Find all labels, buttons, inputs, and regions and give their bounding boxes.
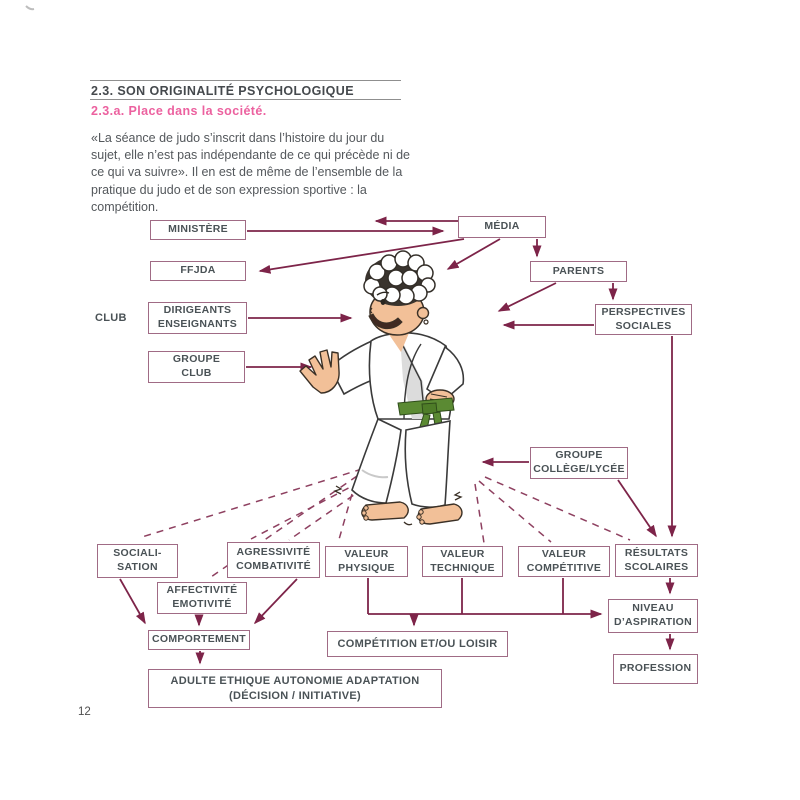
diagram-box-socialisation: SOCIALI- SATION — [97, 544, 178, 578]
intro-paragraph: «La séance de judo s’inscrit dans l’hist… — [91, 131, 410, 214]
diagram-box-valeur-competitive: VALEUR COMPÉTITIVE — [518, 546, 610, 577]
diagram-box-niveau-aspiration: NIVEAU D’ASPIRATION — [608, 599, 698, 633]
section-title: 2.3. SON ORIGINALITÉ PSYCHOLOGIQUE — [91, 84, 354, 98]
judoka-illustration — [299, 250, 465, 526]
diagram-box-groupe-club: GROUPE CLUB — [148, 351, 245, 383]
diagram-box-parents: PARENTS — [530, 261, 627, 282]
diagram-box-valeur-technique: VALEUR TECHNIQUE — [422, 546, 503, 577]
club-side-label: CLUB — [95, 312, 127, 324]
header-rule-bottom — [90, 99, 401, 100]
diagram-box-perspectives-sociales: PERSPECTIVES SOCIALES — [595, 304, 692, 335]
diagram-box-media: MÉDIA — [458, 216, 546, 238]
diagram-box-competition-loisir: COMPÉTITION ET/OU LOISIR — [327, 631, 508, 657]
diagram-box-comportement: COMPORTEMENT — [148, 630, 250, 650]
diagram-box-valeur-physique: VALEUR PHYSIQUE — [325, 546, 408, 577]
diagram-box-ffjda: FFJDA — [150, 261, 246, 281]
diagram-box-agressivite-combativite: AGRESSIVITÉ COMBATIVITÉ — [227, 542, 320, 578]
diagram-box-resultats-scolaires: RÉSULTATS SCOLAIRES — [615, 544, 698, 577]
diagram-box-affectivite-emotivite: AFFECTIVITÉ EMOTIVITÉ — [157, 582, 247, 614]
diagram-box-adulte-ethique: ADULTE ETHIQUE AUTONOMIE ADAPTATION (DÉC… — [148, 669, 442, 708]
scan-artifact — [25, 5, 35, 11]
subsection-title: 2.3.a. Place dans la société. — [91, 104, 267, 118]
diagram-box-groupe-college-lycee: GROUPE COLLÈGE/LYCÉE — [530, 447, 628, 479]
diagram-box-profession: PROFESSION — [613, 654, 698, 684]
header-rule-top — [90, 80, 401, 81]
page-number: 12 — [78, 706, 91, 718]
diagram-box-dirigeants-enseignants: DIRIGEANTS ENSEIGNANTS — [148, 302, 247, 334]
diagram-box-ministere: MINISTÈRE — [150, 220, 246, 240]
